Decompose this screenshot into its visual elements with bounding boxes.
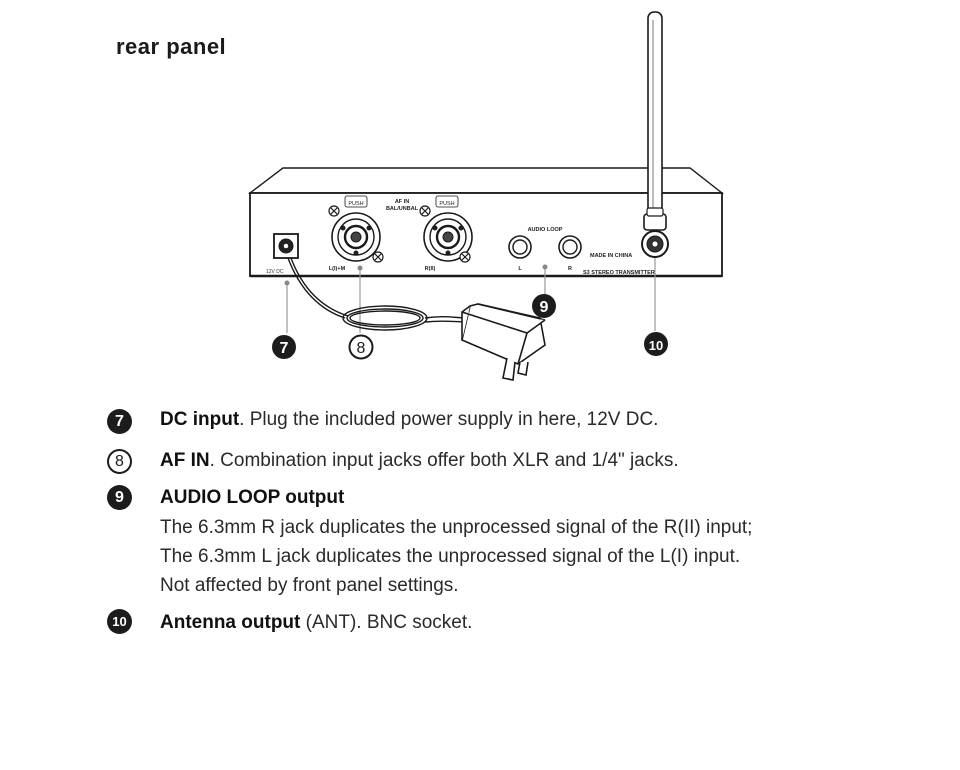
svg-text:10: 10 bbox=[649, 338, 663, 353]
af-in-label: AF IN bbox=[395, 199, 409, 205]
push-label-right: PUSH bbox=[439, 201, 454, 207]
push-label-left: PUSH bbox=[348, 201, 363, 207]
power-adapter-icon bbox=[461, 303, 546, 381]
xlr-combo-jack-right-icon bbox=[423, 212, 473, 262]
callout-9: 9 bbox=[532, 294, 556, 318]
xlr-combo-jack-left-icon bbox=[331, 212, 381, 262]
loop-r-label: R bbox=[568, 266, 572, 272]
made-in-label: MADE IN CHINA bbox=[590, 253, 632, 259]
legend-item-af-in: AF IN. Combination input jacks offer bot… bbox=[160, 450, 679, 472]
bnc-socket-icon bbox=[641, 230, 669, 258]
legend-badge-9: 9 bbox=[107, 485, 132, 510]
page-title: rear panel bbox=[116, 34, 227, 59]
device-rear-face bbox=[249, 192, 723, 277]
callout-10: 10 bbox=[644, 332, 668, 356]
legend-audio-loop-line-1: The 6.3mm R jack duplicates the unproces… bbox=[160, 517, 753, 538]
rear-panel-diagram: 12V DC PUSH PUSH AF IN BAL/UNBAL L(I)+ bbox=[247, 11, 725, 381]
audio-loop-label: AUDIO LOOP bbox=[528, 227, 563, 233]
legend-badge-7: 7 bbox=[107, 409, 132, 434]
legend-audio-loop-line-2: The 6.3mm L jack duplicates the unproces… bbox=[160, 546, 741, 567]
dc-label: 12V DC bbox=[266, 269, 284, 275]
xlr-right-label: R(II) bbox=[425, 266, 436, 272]
legend-title-audio-loop: AUDIO LOOP output bbox=[160, 487, 345, 508]
callout-8: 8 bbox=[348, 334, 374, 360]
legend-item-antenna: Antenna output (ANT). BNC socket. bbox=[160, 612, 472, 634]
svg-text:8: 8 bbox=[357, 340, 366, 357]
legend-item-dc-input: DC input. Plug the included power supply… bbox=[160, 409, 658, 431]
dc-jack-icon bbox=[273, 233, 299, 259]
legend-text-antenna: (ANT). BNC socket. bbox=[300, 612, 473, 633]
bal-unbal-label: BAL/UNBAL bbox=[386, 206, 419, 212]
loop-l-label: L bbox=[518, 266, 522, 272]
svg-text:9: 9 bbox=[540, 299, 549, 316]
audio-loop-jacks-icon bbox=[508, 235, 582, 259]
legend-title-dc-input: DC input bbox=[160, 409, 240, 430]
legend-text-dc-input: . Plug the included power supply in here… bbox=[239, 409, 659, 430]
callout-7: 7 bbox=[272, 335, 296, 359]
legend-badge-8: 8 bbox=[107, 449, 132, 474]
model-label: S3 STEREO TRANSMITTER bbox=[583, 270, 655, 276]
xlr-left-label: L(I)+M bbox=[329, 266, 346, 272]
legend-badge-10: 10 bbox=[107, 609, 132, 634]
legend-title-antenna: Antenna output bbox=[160, 612, 301, 633]
svg-text:7: 7 bbox=[280, 340, 289, 357]
legend-audio-loop-line-3: Not affected by front panel settings. bbox=[160, 575, 459, 596]
legend-title-af-in: AF IN bbox=[160, 450, 210, 471]
legend-item-audio-loop: AUDIO LOOP output bbox=[160, 487, 344, 509]
screw-icons bbox=[328, 205, 471, 263]
antenna-icon bbox=[643, 11, 667, 231]
legend-text-af-in: . Combination input jacks offer both XLR… bbox=[209, 450, 679, 471]
